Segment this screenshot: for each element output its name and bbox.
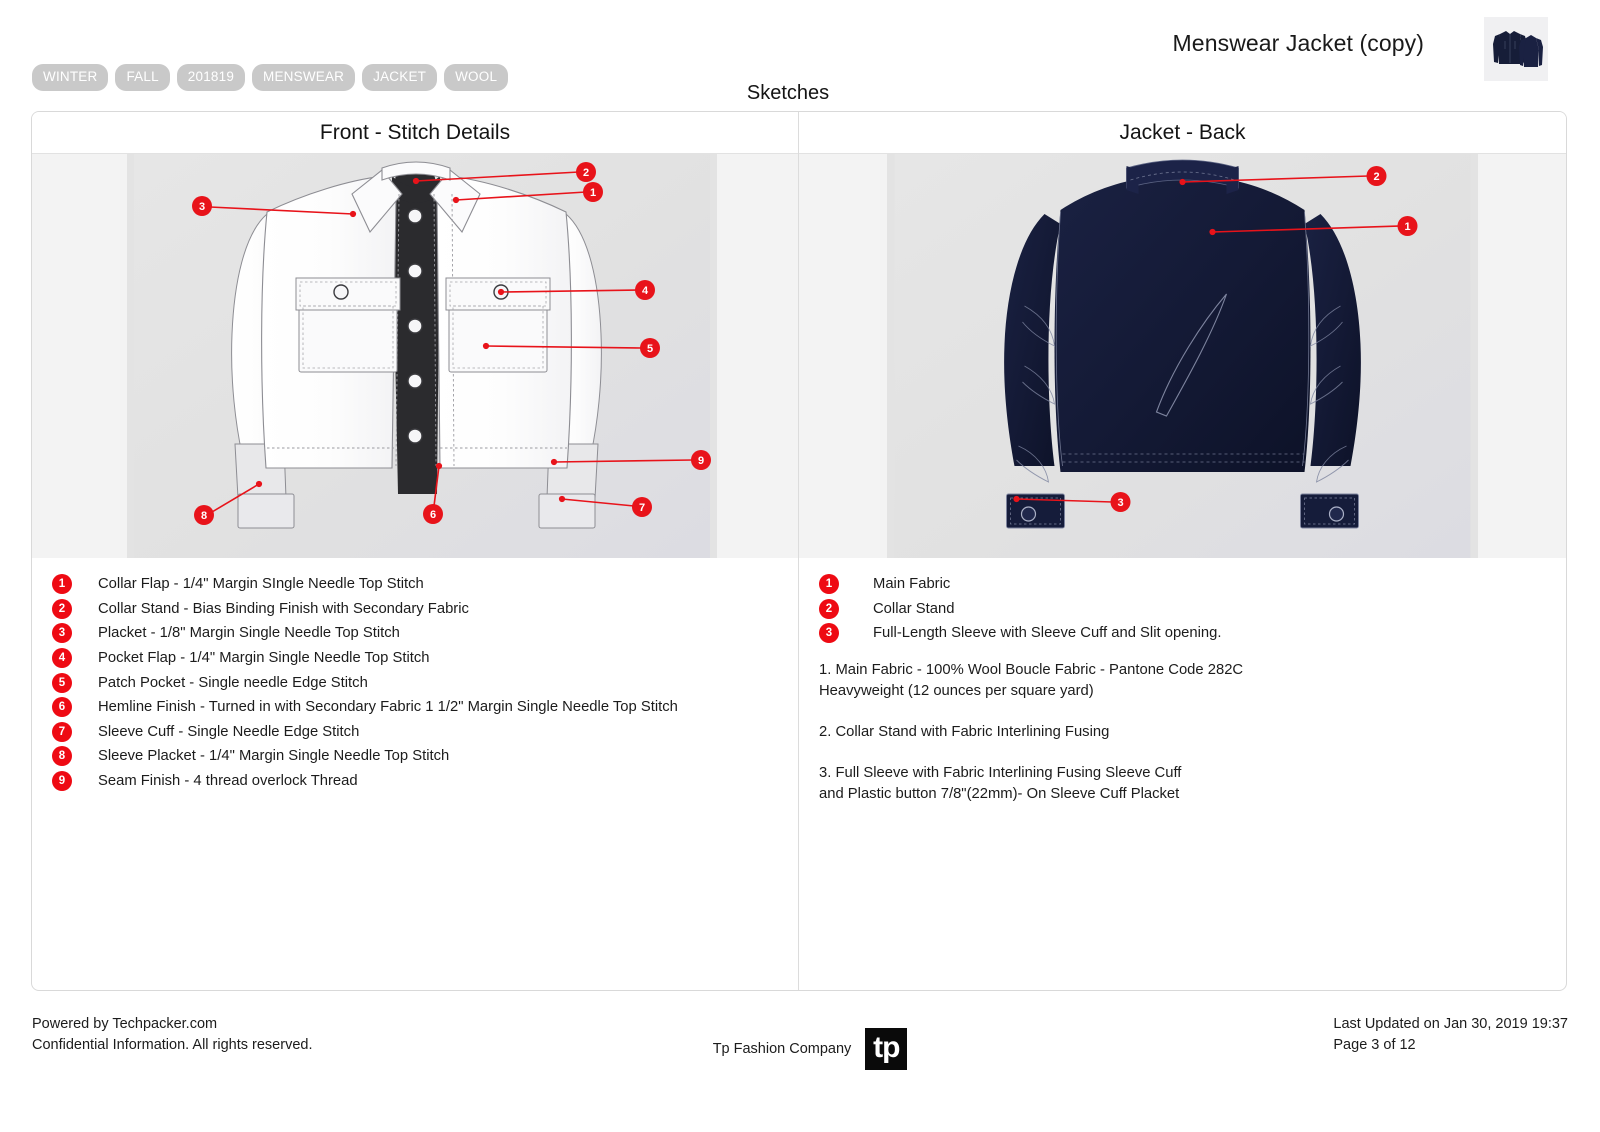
legend-item: 1 Collar Flap - 1/4" Margin SIngle Needl… bbox=[52, 572, 778, 597]
page-title: Menswear Jacket (copy) bbox=[1172, 30, 1424, 56]
page-header: Menswear Jacket (copy) WINTER bbox=[0, 0, 1600, 108]
tag-list: WINTER FALL 201819 MENSWEAR JACKET WOOL bbox=[32, 64, 509, 91]
tag-chip[interactable]: JACKET bbox=[362, 64, 438, 91]
svg-text:3: 3 bbox=[1117, 497, 1123, 509]
legend-marker: 3 bbox=[52, 623, 72, 644]
legend-label: Sleeve Placket - 1/4" Margin Single Need… bbox=[98, 748, 450, 765]
legend-label: Main Fabric bbox=[873, 576, 951, 593]
legend-label: Collar Stand bbox=[873, 600, 955, 617]
fabric-notes: 1. Main Fabric - 100% Wool Boucle Fabric… bbox=[819, 660, 1546, 805]
svg-text:1: 1 bbox=[1404, 221, 1410, 233]
tag-chip[interactable]: WOOL bbox=[444, 64, 509, 91]
tag-chip[interactable]: FALL bbox=[115, 64, 170, 91]
jacket-thumbnail-icon bbox=[1484, 17, 1548, 81]
powered-by-text: Powered by Techpacker.com bbox=[32, 1016, 218, 1032]
sketch-image-front[interactable]: 2 1 3 4 5 6 7 8 9 bbox=[127, 154, 717, 558]
front-jacket-illustration: 2 1 3 4 5 6 7 8 9 bbox=[134, 154, 711, 558]
legend-marker: 4 bbox=[52, 648, 72, 669]
legend-item: 2 Collar Stand - Bias Binding Finish wit… bbox=[52, 597, 778, 622]
panel-front-stitch-details: Front - Stitch Details bbox=[32, 112, 799, 990]
svg-text:7: 7 bbox=[639, 502, 645, 514]
legend-front: 1 Collar Flap - 1/4" Margin SIngle Needl… bbox=[32, 558, 798, 990]
svg-text:4: 4 bbox=[642, 285, 649, 297]
tag-chip[interactable]: MENSWEAR bbox=[252, 64, 356, 91]
footer-center: Tp Fashion Company tp bbox=[0, 1028, 1600, 1070]
legend-item: 8 Sleeve Placket - 1/4" Margin Single Ne… bbox=[52, 744, 778, 769]
legend-marker: 8 bbox=[52, 746, 72, 767]
legend-item: 9 Seam Finish - 4 thread overlock Thread bbox=[52, 769, 778, 794]
legend-marker: 2 bbox=[819, 598, 839, 619]
front-callout-markers: 2 1 3 4 5 6 7 8 9 bbox=[192, 162, 711, 525]
legend-marker: 7 bbox=[52, 721, 72, 742]
legend-label: Placket - 1/8" Margin Single Needle Top … bbox=[98, 625, 400, 642]
legend-item: 4 Pocket Flap - 1/4" Margin Single Needl… bbox=[52, 646, 778, 671]
svg-text:2: 2 bbox=[583, 167, 589, 179]
legend-label: Collar Flap - 1/4" Margin SIngle Needle … bbox=[98, 576, 424, 593]
section-title: Sketches bbox=[746, 82, 830, 104]
sketch-area-back: 2 1 3 bbox=[799, 154, 1566, 558]
page-number-text: Page 3 of 12 bbox=[1333, 1037, 1416, 1053]
legend-item: 5 Patch Pocket - Single needle Edge Stit… bbox=[52, 670, 778, 695]
note-paragraph: 3. Full Sleeve with Fabric Interlining F… bbox=[819, 764, 1182, 802]
legend-item: 6 Hemline Finish - Turned in with Second… bbox=[52, 695, 778, 720]
legend-label: Collar Stand - Bias Binding Finish with … bbox=[98, 600, 469, 617]
svg-text:2: 2 bbox=[1373, 171, 1379, 183]
panel-title: Jacket - Back bbox=[799, 112, 1566, 154]
legend-item: 7 Sleeve Cuff - Single Needle Edge Stitc… bbox=[52, 720, 778, 745]
tp-logo-icon: tp bbox=[865, 1028, 908, 1070]
legend-back: 1 Main Fabric 2 Collar Stand 3 Full-Leng… bbox=[799, 558, 1566, 990]
sketch-image-back[interactable]: 2 1 3 bbox=[887, 154, 1478, 558]
sketch-area-front: 2 1 3 4 5 6 7 8 9 bbox=[32, 154, 798, 558]
back-jacket-illustration: 2 1 3 bbox=[894, 154, 1471, 558]
tag-chip[interactable]: 201819 bbox=[176, 64, 246, 91]
svg-text:5: 5 bbox=[647, 343, 653, 355]
legend-marker: 9 bbox=[52, 771, 72, 792]
note-paragraph: 2. Collar Stand with Fabric Interlining … bbox=[819, 723, 1110, 740]
legend-label: Hemline Finish - Turned in with Secondar… bbox=[98, 699, 678, 716]
page-footer: Powered by Techpacker.com Confidential I… bbox=[0, 1004, 1600, 1084]
legend-label: Sleeve Cuff - Single Needle Edge Stitch bbox=[98, 723, 360, 740]
footer-right: Last Updated on Jan 30, 2019 19:37 Page … bbox=[1333, 1014, 1568, 1056]
legend-marker: 3 bbox=[819, 623, 839, 644]
panel-title: Front - Stitch Details bbox=[32, 112, 798, 154]
legend-marker: 1 bbox=[819, 574, 839, 595]
legend-label: Full-Length Sleeve with Sleeve Cuff and … bbox=[873, 625, 1222, 642]
legend-label: Patch Pocket - Single needle Edge Stitch bbox=[98, 674, 368, 691]
legend-marker: 5 bbox=[52, 672, 72, 693]
last-updated-text: Last Updated on Jan 30, 2019 19:37 bbox=[1333, 1016, 1568, 1032]
header-thumbnail[interactable] bbox=[1484, 17, 1548, 81]
legend-marker: 1 bbox=[52, 574, 72, 595]
svg-text:9: 9 bbox=[698, 455, 704, 467]
legend-marker: 6 bbox=[52, 697, 72, 718]
sketches-card: Front - Stitch Details bbox=[31, 111, 1567, 991]
svg-text:3: 3 bbox=[199, 201, 205, 213]
tag-chip[interactable]: WINTER bbox=[32, 64, 109, 91]
confidential-text: Confidential Information. All rights res… bbox=[32, 1037, 313, 1053]
back-callout-markers: 2 1 3 bbox=[1013, 166, 1418, 512]
legend-item: 1 Main Fabric bbox=[819, 572, 1546, 597]
note-paragraph: 1. Main Fabric - 100% Wool Boucle Fabric… bbox=[819, 661, 1244, 699]
footer-left: Powered by Techpacker.com Confidential I… bbox=[32, 1014, 312, 1056]
legend-marker: 2 bbox=[52, 598, 72, 619]
company-name: Tp Fashion Company bbox=[712, 1041, 852, 1057]
legend-item: 2 Collar Stand bbox=[819, 597, 1546, 622]
svg-text:1: 1 bbox=[590, 187, 596, 199]
legend-item: 3 Full-Length Sleeve with Sleeve Cuff an… bbox=[819, 621, 1546, 646]
legend-item: 3 Placket - 1/8" Margin Single Needle To… bbox=[52, 621, 778, 646]
svg-text:8: 8 bbox=[201, 510, 207, 522]
legend-label: Pocket Flap - 1/4" Margin Single Needle … bbox=[98, 650, 430, 667]
svg-text:6: 6 bbox=[430, 509, 436, 521]
panel-jacket-back: Jacket - Back bbox=[799, 112, 1566, 990]
legend-label: Seam Finish - 4 thread overlock Thread bbox=[98, 773, 358, 790]
